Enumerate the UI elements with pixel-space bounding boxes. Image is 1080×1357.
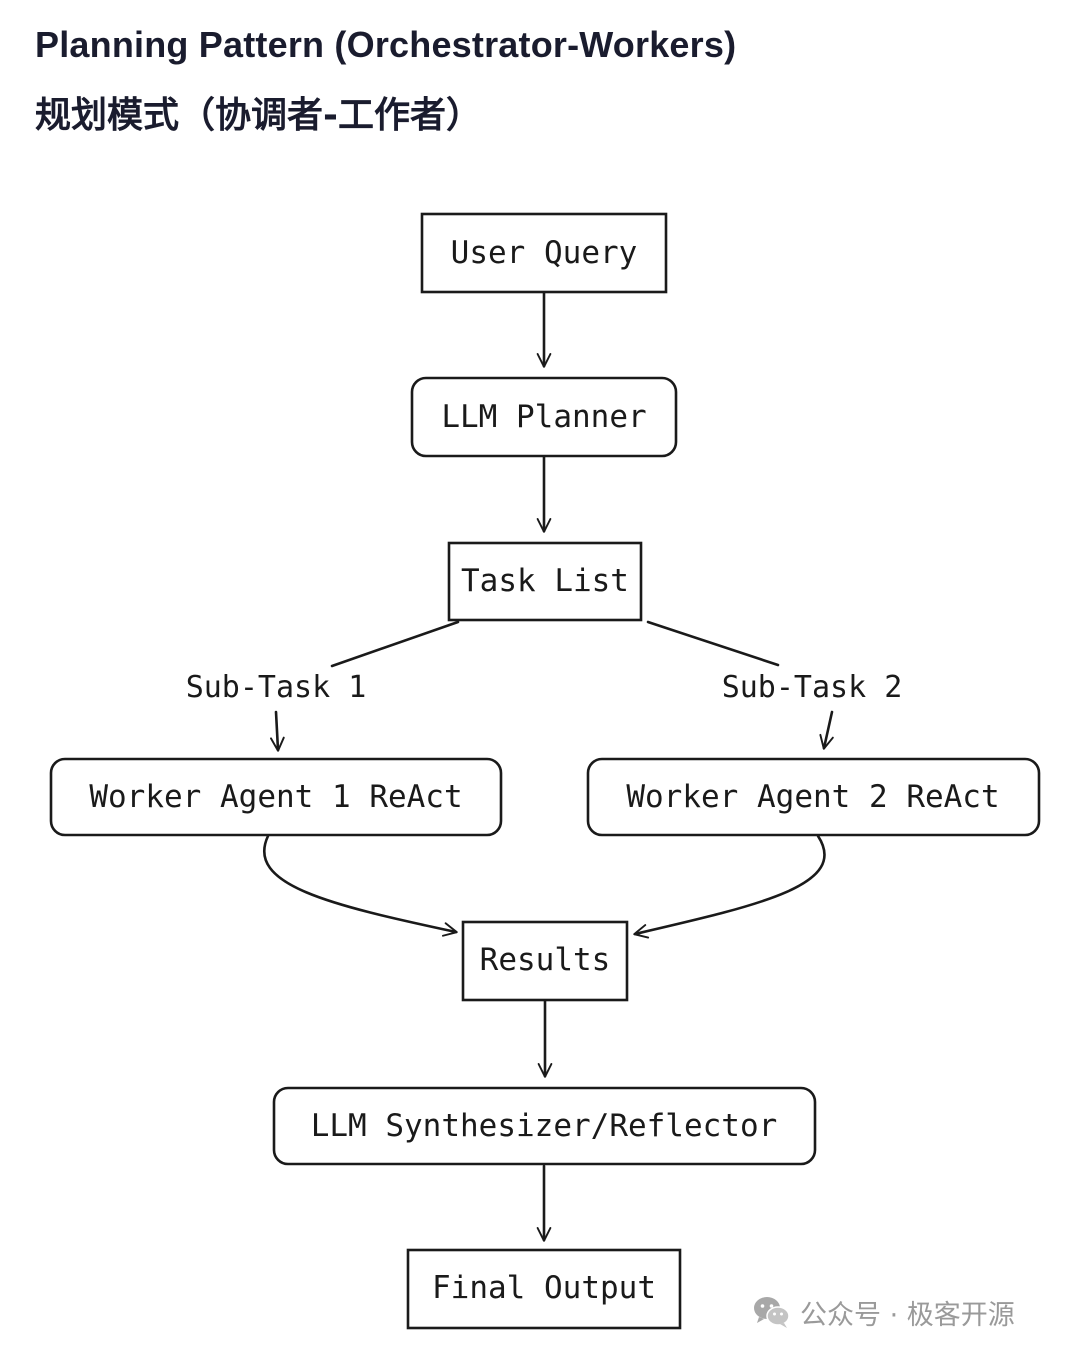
node-worker-agent-2-label: Worker Agent 2 ReAct bbox=[626, 779, 999, 815]
node-worker-agent-1-label: Worker Agent 1 ReAct bbox=[89, 779, 462, 815]
edge-subtask2-to-worker2 bbox=[819, 710, 834, 750]
edge-label-subtask-1: Sub-Task 1 bbox=[186, 670, 367, 705]
watermark-text: 公众号 · 极客开源 bbox=[800, 1299, 1015, 1331]
node-llm-planner-label: LLM Planner bbox=[441, 399, 646, 435]
edge-tasklist-to-subtask1 bbox=[330, 620, 460, 668]
node-final-output: Final Output bbox=[406, 1248, 682, 1330]
node-results-label: Results bbox=[480, 942, 611, 978]
node-llm-planner: LLM Planner bbox=[410, 376, 678, 458]
edge-subtask1-to-worker1 bbox=[270, 710, 285, 752]
node-llm-synthesizer-label: LLM Synthesizer/Reflector bbox=[311, 1108, 778, 1144]
node-user-query: User Query bbox=[420, 212, 668, 294]
edge-label-subtask-2: Sub-Task 2 bbox=[722, 670, 903, 705]
node-worker-agent-2: Worker Agent 2 ReAct bbox=[586, 757, 1041, 837]
edges bbox=[262, 290, 834, 1242]
edge-worker1-to-results bbox=[262, 834, 458, 937]
node-results: Results bbox=[461, 920, 629, 1002]
page-title: Planning Pattern (Orchestrator-Workers) bbox=[35, 24, 737, 65]
node-task-list-label: Task List bbox=[461, 563, 629, 599]
node-final-output-label: Final Output bbox=[432, 1270, 656, 1306]
page-subtitle: 规划模式（协调者-工作者） bbox=[35, 95, 482, 136]
watermark: 公众号 · 极客开源 bbox=[752, 1292, 1015, 1332]
edge-tasklist-to-subtask2 bbox=[646, 620, 780, 667]
wechat-icon bbox=[754, 1297, 790, 1328]
edge-worker2-to-results bbox=[633, 834, 826, 939]
node-llm-synthesizer: LLM Synthesizer/Reflector bbox=[272, 1086, 817, 1166]
node-task-list: Task List bbox=[447, 541, 643, 622]
node-user-query-label: User Query bbox=[451, 235, 638, 271]
node-worker-agent-1: Worker Agent 1 ReAct bbox=[49, 757, 503, 837]
